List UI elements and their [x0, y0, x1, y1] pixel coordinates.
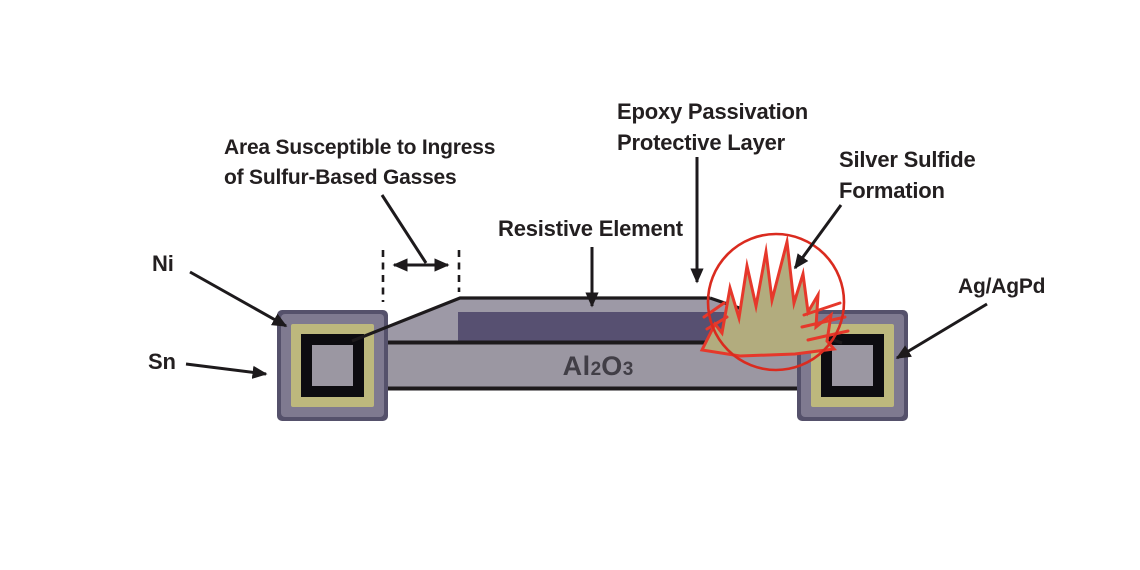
silver-sulfide-arrow [793, 204, 843, 270]
silver-sulfide-label-line1: Silver Sulfide [839, 147, 976, 172]
resistive-element-layer [458, 312, 728, 342]
ag-agpd-arrow [895, 302, 988, 360]
substrate-label-sub3: 3 [622, 359, 634, 380]
resistive-element-label: Resistive Element [498, 216, 683, 241]
ni-label: Ni [152, 251, 174, 276]
right-terminal-core [832, 345, 873, 386]
epoxy-top-edge [351, 296, 710, 343]
ingress-label-line2: of Sulfur-Based Gasses [224, 166, 457, 189]
epoxy-label: Epoxy Passivation Protective Layer [617, 96, 808, 158]
silver-sulfide-label-line2: Formation [839, 178, 945, 203]
ingress-leader-line [380, 194, 428, 264]
left-terminal [277, 310, 388, 421]
starburst-extra-sparks [702, 301, 850, 342]
sn-label: Sn [148, 349, 176, 374]
substrate-label-o: O [601, 351, 623, 381]
epoxy-label-line1: Epoxy Passivation [617, 99, 809, 124]
ingress-label-line1: Area Susceptible to Ingress [224, 136, 496, 159]
sulfide-highlight-circle [706, 232, 846, 372]
sn-arrow [185, 362, 268, 379]
ingress-label: Area Susceptible to Ingress of Sulfur-Ba… [224, 133, 495, 193]
left-terminal-core [312, 345, 353, 386]
silver-sulfide-label: Silver Sulfide Formation [839, 144, 976, 206]
ag-agpd-label: Ag/AgPd [958, 275, 1046, 298]
substrate-label: Al2O3 [548, 351, 648, 382]
ni-arrow [189, 270, 288, 328]
substrate-label-al: Al [562, 351, 591, 381]
epoxy-label-line2: Protective Layer [617, 130, 785, 155]
substrate-label-sub2: 2 [590, 359, 602, 380]
